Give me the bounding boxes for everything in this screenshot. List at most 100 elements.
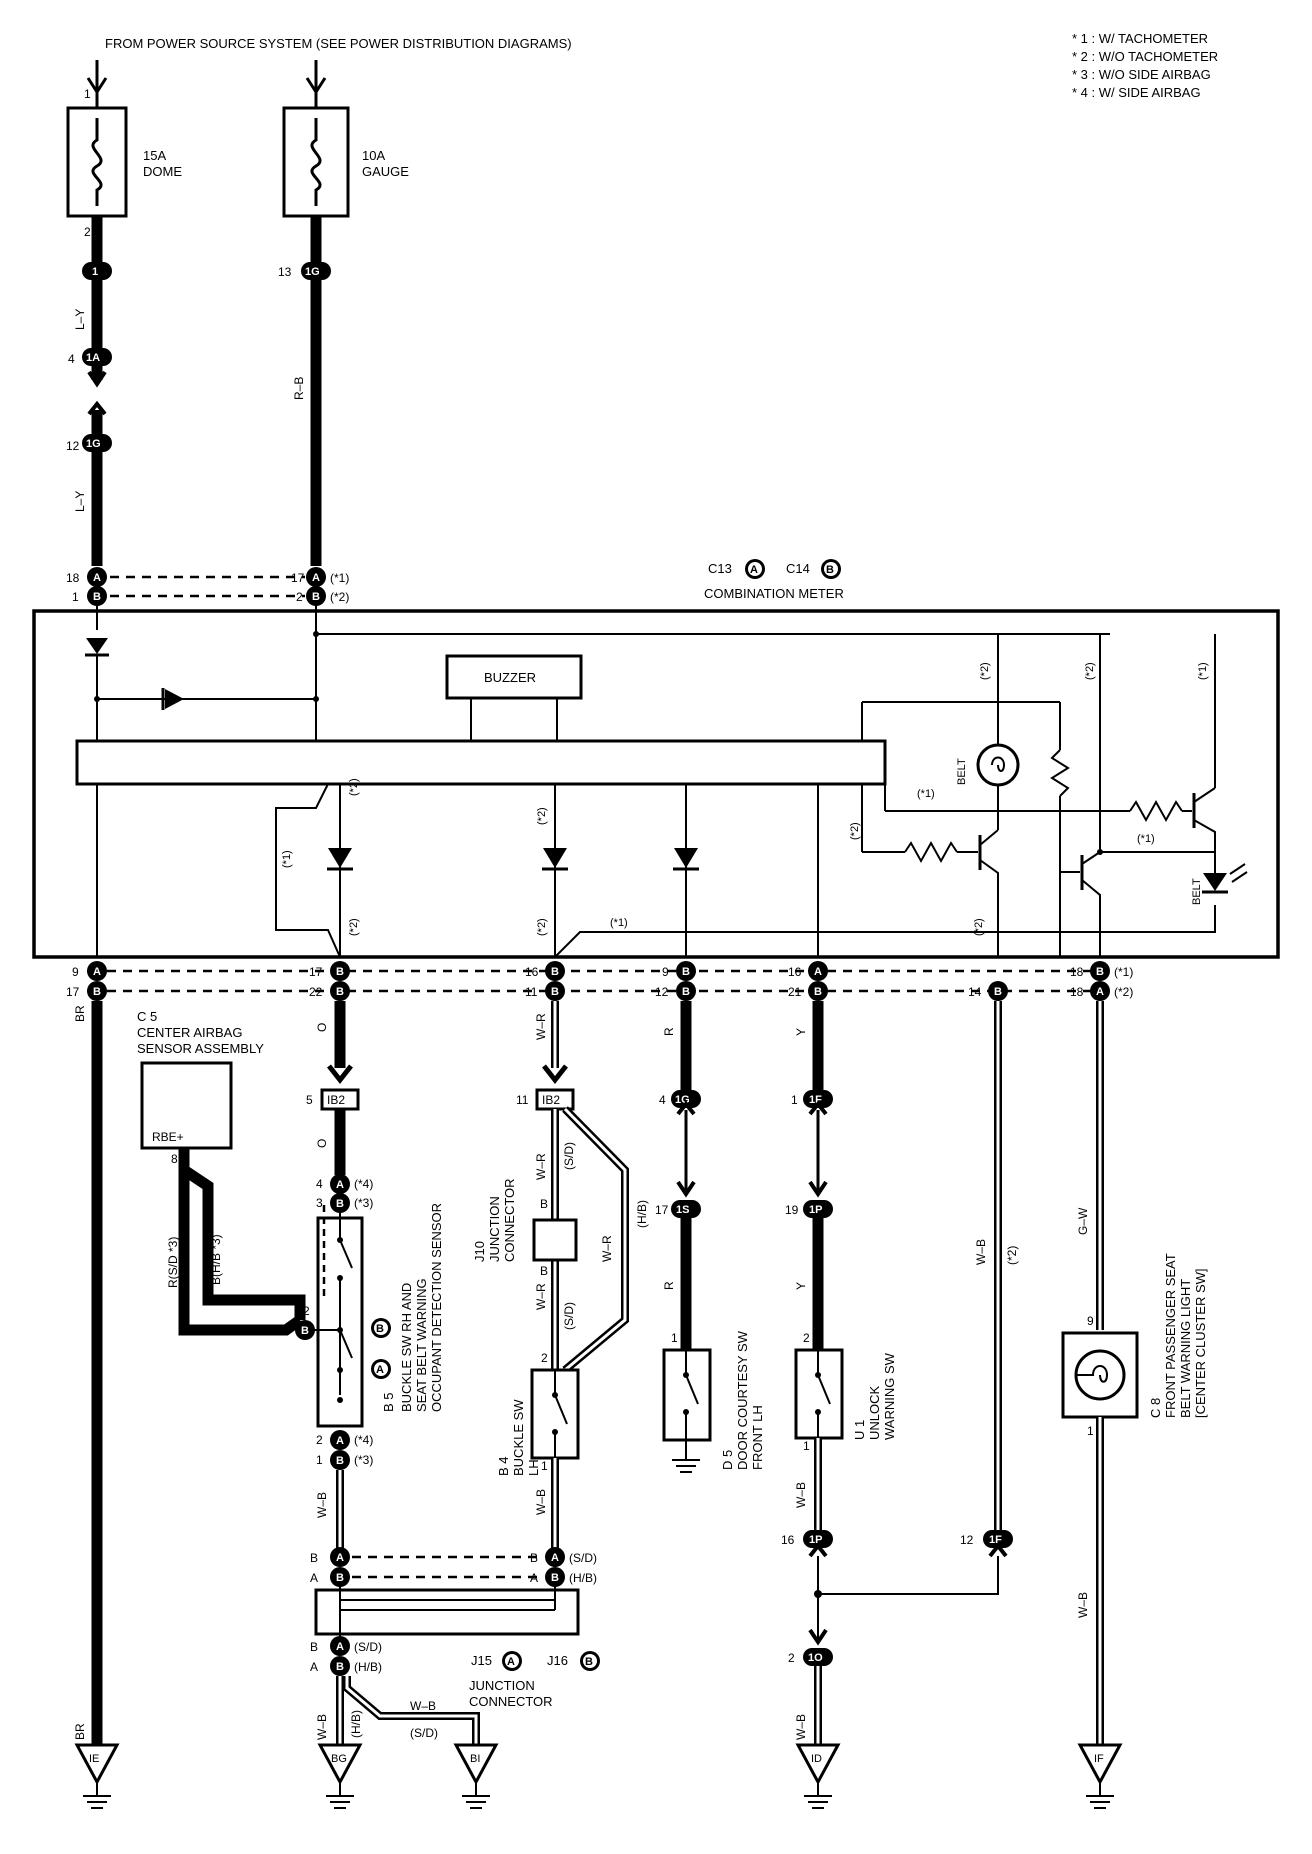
junction-pins-top: A B A B (330, 1547, 565, 1587)
legend: * 1 : W/ TACHOMETER * 2 : W/O TACHOMETER… (1072, 31, 1218, 100)
pin-label: 4 (68, 352, 75, 366)
wire-color: R (662, 1027, 676, 1036)
pin-b-label: B (93, 986, 101, 998)
d5-line2: FRONT LH (750, 1405, 765, 1470)
junction-pins-bottom: A B (330, 1636, 350, 1676)
pin-b-label: B (336, 966, 344, 978)
diode-icon (328, 848, 352, 868)
c5-line2: SENSOR ASSEMBLY (137, 1041, 264, 1056)
pin-b-label: B (1096, 966, 1104, 978)
pin-b-label: B (682, 966, 690, 978)
pin-label: 9 (1087, 1314, 1094, 1328)
pin-b: B (87, 586, 107, 606)
pin-b-label: B (312, 591, 320, 603)
option-label: (*3) (354, 1453, 373, 1467)
pin-label: 5 (306, 1093, 313, 1107)
junction-connector-j15-j16 (314, 1587, 580, 1637)
pin-label: 8 (171, 1152, 178, 1166)
wire-color: R–B (292, 377, 306, 400)
junction-line2: CONNECTOR (469, 1694, 553, 1709)
pin-label: 1 (84, 87, 91, 101)
pin-label: 1 (803, 1439, 810, 1453)
meter-id-b: C14 (786, 561, 810, 576)
ground-label: IF (1094, 1753, 1104, 1765)
connector-ib2-label: IB2 (542, 1093, 560, 1107)
b5-line2: SEAT BELT WARNING (414, 1278, 429, 1412)
pin-b-label: B (93, 591, 101, 603)
ground-label: ID (811, 1753, 822, 1765)
arrow-pair (87, 370, 107, 416)
ground-if: IF (1077, 1743, 1123, 1809)
wire-color: O (315, 1139, 329, 1148)
diode-icon (86, 638, 108, 654)
pin-b: B (306, 586, 326, 606)
b5-pin-b: B (295, 1320, 315, 1340)
option-label: (*3) (354, 1196, 373, 1210)
wire-wb-bg (336, 1676, 480, 1745)
belt-label: BELT (956, 758, 968, 785)
wire-color: W–B (534, 1489, 548, 1515)
option-label: (*1) (281, 850, 293, 868)
option-label: (*2) (973, 918, 985, 936)
pin-a: A (306, 567, 326, 587)
badge-label: A (507, 1656, 515, 1668)
belt-label: BELT (1191, 878, 1203, 905)
j10-line1: JUNCTION (487, 1196, 502, 1262)
option-label: (*1) (917, 788, 935, 800)
wire-color: W–R (600, 1235, 614, 1262)
pin-a-label: A (336, 1552, 344, 1564)
ground-label: BG (331, 1753, 347, 1765)
u1-line1: UNLOCK (867, 1385, 882, 1440)
legend-item: * 4 : W/ SIDE AIRBAG (1072, 85, 1201, 100)
connector-1p-label: 1P (809, 1204, 822, 1216)
wire-option: R(S/D *3) (166, 1237, 180, 1288)
pin-label: A (310, 1571, 318, 1585)
b4-line1: BUCKLE SW (511, 1399, 526, 1476)
option-label: (*2) (536, 918, 548, 936)
pin-label: 1 (791, 1093, 798, 1107)
option-label: (*2) (348, 918, 360, 936)
wire-color: O (315, 1023, 329, 1032)
pin-label: 21 (788, 985, 802, 999)
pin-b-label: B (551, 1572, 559, 1584)
pin-a-label: A (1096, 986, 1104, 998)
fuse-gauge-amp: 10A (362, 148, 385, 163)
pin-label: 4 (316, 1177, 323, 1191)
pin-label: 18 (1070, 985, 1084, 999)
option-label: (*1) (610, 917, 628, 929)
meter-title: COMBINATION METER (704, 586, 844, 601)
pin-b-label: B (336, 1455, 344, 1467)
meter-ic (75, 739, 887, 786)
connector-ib2-label: IB2 (327, 1093, 345, 1107)
pin-label: 17 (309, 965, 323, 979)
wire-option: (H/B) (635, 1200, 649, 1228)
pin-label: 22 (309, 985, 323, 999)
pin-a-label: A (551, 1552, 559, 1564)
d5-line1: DOOR COURTESY SW (735, 1330, 750, 1470)
b5-buckle-sw-rh (305, 1205, 364, 1428)
option-label: (*1) (1197, 662, 1209, 680)
fuse-input-arrows (86, 60, 327, 108)
option-label: (S/D) (569, 1551, 597, 1565)
b5-badge-a: A (371, 1359, 391, 1379)
pin-label: B (540, 1264, 548, 1278)
meter-bottom-pins: A B B B B B B B A B B B A (87, 961, 1110, 1001)
connector-1a-label: 1A (86, 352, 100, 364)
meter-id-a: C13 (708, 561, 732, 576)
wire-color: W–B (315, 1714, 329, 1740)
pin-label: 1 (541, 1459, 548, 1473)
wire-option: B(H/B *3) (209, 1234, 223, 1285)
pin-label: 16 (788, 965, 802, 979)
pin-label: 2 (303, 1304, 310, 1318)
pin-label: 2 (803, 1331, 810, 1345)
pin-b-label: B (336, 986, 344, 998)
fuse-gauge: 10A GAUGE (282, 106, 409, 218)
b4-id: B 4 (496, 1456, 511, 1476)
connector-1s-label: 1S (676, 1204, 689, 1216)
connector-1p-label: 1P (809, 1534, 822, 1546)
wire-color: BR (73, 1005, 87, 1022)
fuse-dome-amp: 15A (143, 148, 166, 163)
option-label: (S/D) (354, 1640, 382, 1654)
connector-1o-label: 1O (808, 1652, 823, 1664)
legend-item: * 3 : W/O SIDE AIRBAG (1072, 67, 1211, 82)
